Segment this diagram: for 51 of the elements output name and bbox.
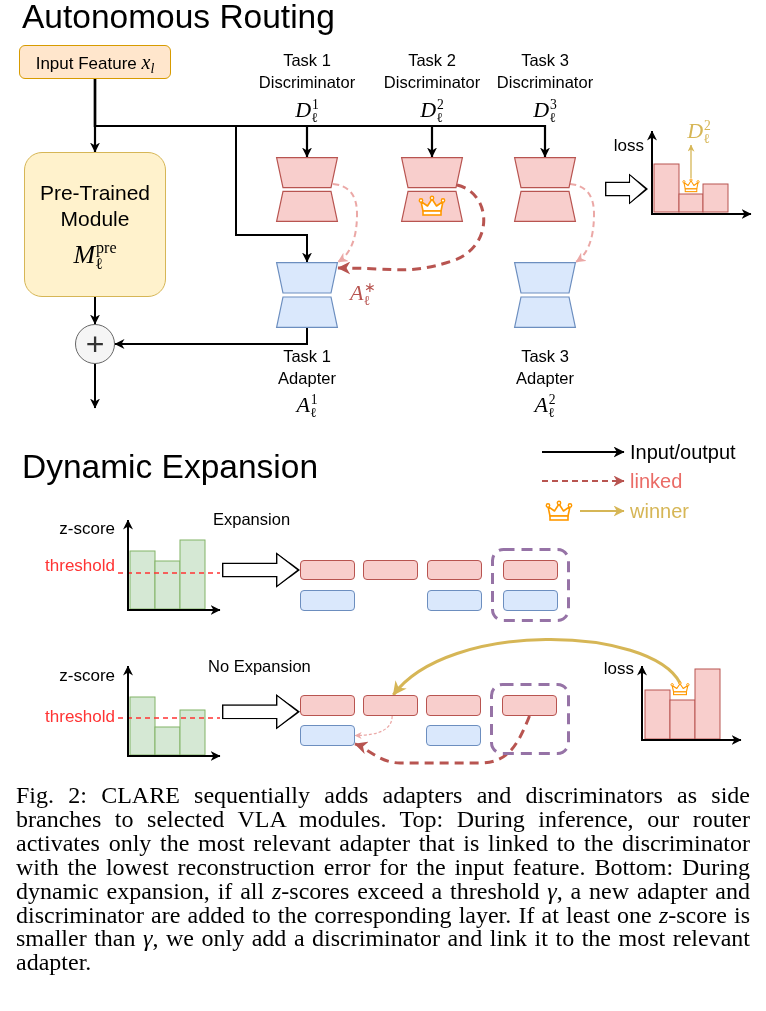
discriminator-tile xyxy=(300,695,355,716)
discriminator-tile xyxy=(363,695,418,716)
section-heading: Dynamic Expansion xyxy=(22,450,319,484)
dashed-arrow xyxy=(569,183,595,263)
row-label: No Expansion xyxy=(208,656,311,676)
hollow-arrow xyxy=(222,552,300,588)
node-label: Task 1 Adapter xyxy=(277,346,337,389)
discriminator-tile xyxy=(427,560,482,580)
arrow xyxy=(392,638,682,697)
node-label: Task 3 Discriminator xyxy=(495,50,595,93)
node-label: Task 1 Discriminator xyxy=(257,50,357,93)
adapter-tile xyxy=(300,725,355,746)
crown-icon xyxy=(682,178,700,193)
sum-node: + xyxy=(75,324,115,364)
discriminator-tile xyxy=(502,695,557,716)
crown-icon xyxy=(670,681,690,696)
arrow xyxy=(90,363,100,409)
hollow-arrow xyxy=(222,693,300,730)
node-label: Task 3 Adapter xyxy=(515,346,575,389)
axis-label: loss xyxy=(612,136,644,156)
discriminator-tile xyxy=(363,560,418,580)
arrow xyxy=(114,327,308,349)
threshold-label: threshold xyxy=(44,707,115,727)
axis-label: loss xyxy=(602,659,634,679)
discriminator-tile xyxy=(503,560,558,580)
node-label: Task 2 Discriminator xyxy=(382,50,482,93)
adapter-tile xyxy=(427,590,482,611)
arrow xyxy=(687,144,695,179)
legend-label: linked xyxy=(630,469,683,493)
adapter-tile xyxy=(503,590,558,611)
discriminator-tile xyxy=(300,560,355,580)
dashed-arrow xyxy=(337,183,486,275)
hollow-arrow xyxy=(605,173,648,205)
dashed-arrow xyxy=(354,715,531,765)
dashed-arrow xyxy=(332,183,358,263)
adapter-tile xyxy=(300,590,355,611)
module-label: Pre-Trained Module xyxy=(38,179,152,232)
figure-caption: Fig. 2: CLARE sequentially adds adapters and discriminators as side branches to selected VLA modules. Top: During inference, our router activates only the most relevant adapter that is linked to the discriminator with the lowest reconstruction error for the input feature. Bottom: During dynamic expansion, if all z-scores exceed a threshold γ, a new adapter and discriminator are added to the corresponding layer. If at least one z-score is smaller than γ, we only add a discriminator and link it to the most relevant adapter. xyxy=(16,784,750,976)
adapter-tile xyxy=(426,725,481,746)
dashed-arrow xyxy=(354,715,393,739)
module-box xyxy=(24,152,166,297)
discriminator-tile xyxy=(426,695,481,716)
axis-label: z-score xyxy=(58,519,115,539)
legend-label: winner xyxy=(630,499,689,523)
axis-label: z-score xyxy=(58,666,115,686)
threshold-label: threshold xyxy=(44,556,115,576)
arrow xyxy=(90,296,100,325)
row-label: Expansion xyxy=(213,509,291,529)
section-heading: Autonomous Routing xyxy=(22,0,335,34)
legend-label: Input/output xyxy=(630,440,736,464)
input-box: Input Feature x$_{l}$ xyxy=(19,45,171,79)
